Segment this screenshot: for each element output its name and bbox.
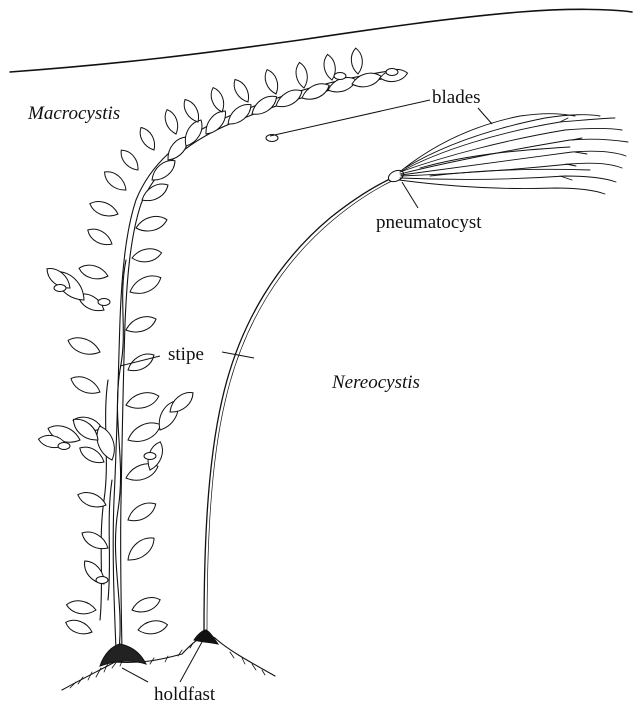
macrocystis-blade [64,617,94,638]
macrocystis-label: Macrocystis [27,103,120,124]
nereocystis-label: Nereocystis [331,372,420,393]
macrocystis-blade [85,225,115,249]
water-surface-line [10,9,632,72]
blades-leader-macrocystis [270,100,430,136]
macrocystis-blade [224,100,255,129]
macrocystis-blade [125,350,157,376]
holdfast-leader-macrocystis [122,668,148,682]
macrocystis-blade [230,77,252,105]
stipe-label: stipe [168,344,204,365]
macrocystis-blade [130,594,163,616]
pneumatocyst-leader [402,182,418,208]
macrocystis-blade [88,198,121,220]
macrocystis-blade [134,213,168,234]
macrocystis-float [58,443,70,450]
macrocystis-blade [79,528,111,554]
macrocystis-blade [350,48,363,75]
macrocystis-float [334,73,346,80]
macrocystis-blade [124,313,159,337]
nereocystis-holdfast [194,630,218,644]
macrocystis-blade [137,619,169,637]
macrocystis-blades [37,48,408,638]
macrocystis-blade [101,167,130,194]
macrocystis-blade [162,108,181,136]
macrocystis-blade [294,61,309,89]
macrocystis-blade [201,107,230,138]
blades-leader-nereocystis [478,108,492,124]
macrocystis-blade [208,86,227,114]
macrocystis-float [54,285,66,292]
macrocystis-float [96,577,108,584]
macrocystis-blade [77,262,109,282]
macrocystis-blade [123,533,158,566]
macrocystis-blade [125,498,159,526]
blades-label: blades [432,87,481,108]
holdfast-leader-nereocystis [180,642,202,682]
leader-lines [120,100,492,682]
macrocystis-blade [65,599,97,617]
macrocystis-blade [66,334,103,359]
macrocystis-blade [248,92,280,120]
holdfast-label: holdfast [154,684,216,705]
macrocystis-blade [127,271,164,298]
macrocystis-blade [166,388,197,417]
macrocystis-float [144,453,156,460]
macrocystis-float [386,69,398,76]
macrocystis-blade [117,147,142,174]
seafloor [62,636,275,690]
macrocystis-blade [124,389,161,412]
macrocystis-blade [136,125,158,153]
macrocystis-blade [68,372,103,398]
pneumatocyst-label: pneumatocyst [376,212,482,233]
macrocystis-blade [131,247,163,265]
macrocystis-blade [262,68,281,96]
nereocystis-blades [399,114,628,194]
nereocystis-stipe [204,178,392,632]
macrocystis-float [98,299,110,306]
